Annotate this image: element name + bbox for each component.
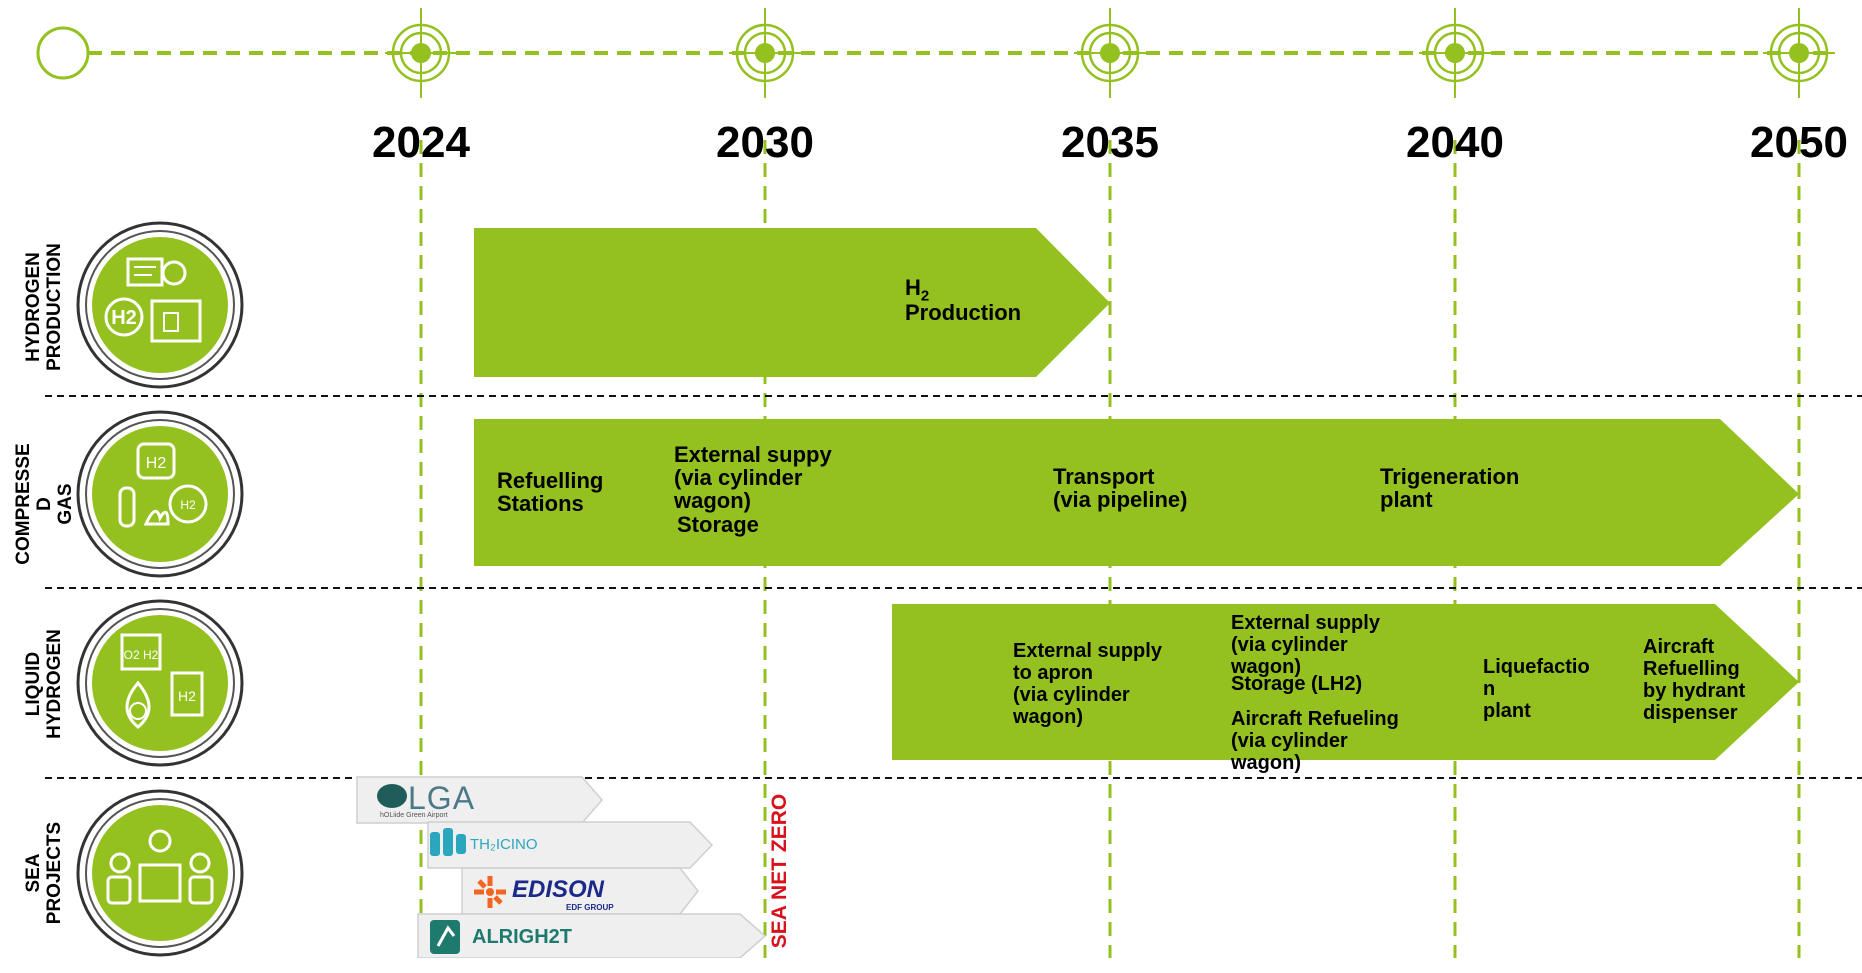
target-markers bbox=[385, 8, 1835, 98]
target-marker-2050 bbox=[1763, 8, 1835, 98]
liquid-hydrogen-icon: O2 H2 H2 bbox=[76, 599, 244, 767]
transport-pipeline-label: Transport (via pipeline) bbox=[1053, 464, 1188, 512]
external-supply-apron-label: External supply to apron (via cylinder w… bbox=[1013, 640, 1162, 728]
h2-symbol: H bbox=[905, 275, 921, 300]
row-label-liquid-hydrogen: LIQUID HYDROGEN bbox=[23, 629, 65, 739]
alrigh2t-logo-mark bbox=[430, 920, 460, 954]
svg-text:H2: H2 bbox=[146, 455, 167, 472]
svg-text:H2: H2 bbox=[180, 498, 196, 512]
bar-hydrogen-production bbox=[474, 228, 1110, 377]
h2-production-label: H2 bbox=[905, 276, 929, 307]
row-label-hydrogen-production: HYDROGEN PRODUCTION bbox=[23, 243, 65, 371]
row-label-sea-projects: SEA PROJECTS bbox=[23, 821, 65, 925]
edison-logo-tagline: EDF GROUP bbox=[566, 903, 614, 912]
aircraft-refueling-cylinder-label: Aircraft Refueling (via cylinder wagon) bbox=[1231, 708, 1399, 774]
svg-text:O2 H2: O2 H2 bbox=[124, 648, 159, 662]
svg-text:H2: H2 bbox=[178, 688, 196, 704]
project-logo-marks bbox=[377, 784, 506, 954]
year-label-2040: 2040 bbox=[1406, 118, 1504, 167]
lga-logo-name: LGA bbox=[408, 780, 476, 816]
year-label-2024: 2024 bbox=[372, 118, 470, 167]
project-chevrons bbox=[356, 776, 767, 958]
external-supply-wagon-label: External supply (via cylinder wagon) bbox=[1231, 612, 1380, 678]
year-label-2030: 2030 bbox=[716, 118, 814, 167]
row-label-compressed-gas: COMPRESSE D GAS bbox=[13, 443, 76, 565]
bar-compressed-gas bbox=[474, 419, 1799, 566]
sea-net-zero-milestone: SEA NET ZERO bbox=[768, 793, 791, 949]
th2icino-logo-name: TH₂ICINO bbox=[470, 836, 538, 853]
aircraft-hydrant-refuelling-label: Aircraft Refuelling by hydrant dispenser bbox=[1643, 636, 1746, 724]
th2icino-logo-mark bbox=[430, 828, 466, 856]
storage-label: Storage bbox=[677, 512, 759, 537]
liquefaction-plant-label: Liquefactio n plant bbox=[1483, 656, 1590, 722]
storage-lh2-label: Storage (LH2) bbox=[1231, 673, 1363, 695]
meeting-icon bbox=[76, 789, 244, 957]
h2-production-icon: H2 bbox=[76, 221, 244, 389]
external-supply-cylinder-label: External suppy (via cylinder wagon) bbox=[674, 442, 832, 513]
row-separators bbox=[45, 395, 1862, 779]
edison-logo-name: EDISON bbox=[512, 876, 605, 903]
h2-subscript: 2 bbox=[920, 287, 930, 305]
chevron-th2icino bbox=[427, 821, 714, 869]
timeline-start-circle bbox=[36, 26, 90, 80]
lga-logo-mark bbox=[377, 784, 407, 808]
target-marker-2024 bbox=[385, 8, 457, 98]
chevron-lga bbox=[356, 776, 603, 824]
compressed-gas-icon: H2 H2 bbox=[76, 410, 244, 578]
year-label-2050: 2050 bbox=[1750, 118, 1848, 167]
alrigh2t-logo-name: ALRIGH2T bbox=[472, 926, 572, 948]
production-label: Production bbox=[905, 300, 1022, 325]
bar-liquid-hydrogen bbox=[892, 604, 1799, 760]
target-marker-2030 bbox=[729, 8, 801, 98]
edison-logo-mark bbox=[474, 876, 506, 908]
chevron-alrigh2t bbox=[417, 913, 767, 958]
row-icons: H2 H2 H2 O2 H2 H2 bbox=[76, 221, 244, 957]
lga-logo-tagline: hOLiide Green Airport bbox=[380, 812, 448, 819]
target-marker-2035 bbox=[1074, 8, 1146, 98]
refuelling-stations-label: Refuelling Stations bbox=[497, 468, 604, 516]
target-marker-2040 bbox=[1419, 8, 1491, 98]
trigeneration-plant-label: Trigeneration plant bbox=[1380, 464, 1520, 512]
chevron-edison bbox=[461, 867, 699, 915]
svg-text:H2: H2 bbox=[111, 307, 137, 329]
year-label-2035: 2035 bbox=[1061, 118, 1159, 167]
